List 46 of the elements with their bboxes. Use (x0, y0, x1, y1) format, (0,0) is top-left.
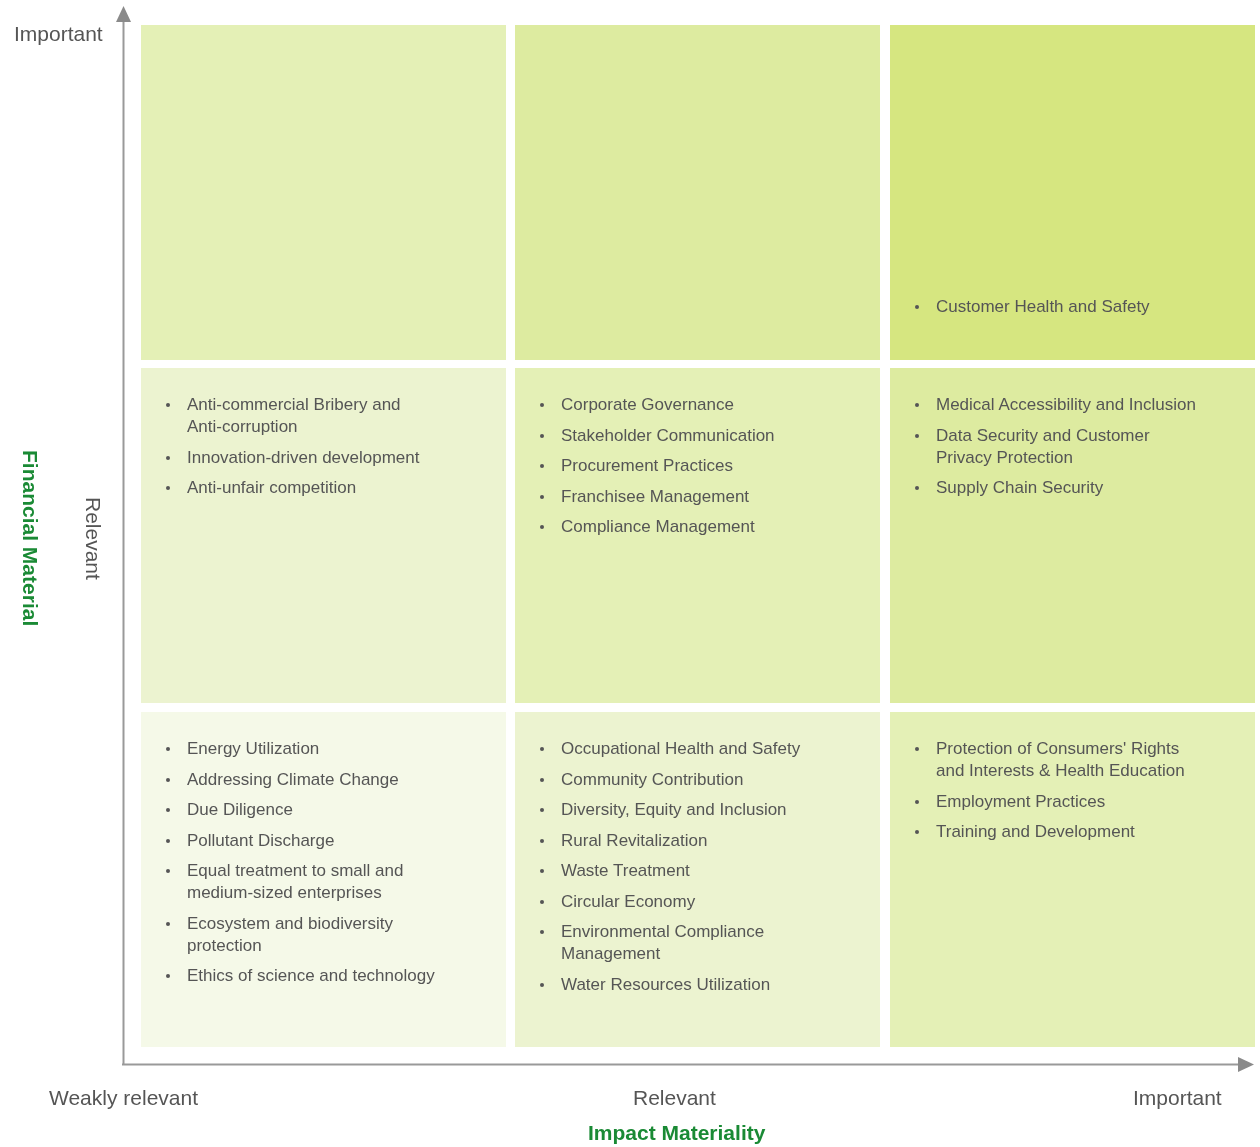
matrix-cell (515, 25, 880, 360)
list-item: Employment Practices (936, 791, 1106, 811)
list-item: Anti-unfair competition (187, 478, 357, 497)
list-item: Anti-commercial Bribery and Anti-corruption (187, 395, 401, 436)
matrix-cell (141, 712, 506, 1047)
list-item: Energy Utilization (187, 739, 320, 758)
list-item: Due Diligence (187, 800, 293, 819)
list-item: Franchisee Management (561, 486, 750, 506)
list-item: Protection of Consumers' Rights and Interests & Health Education (936, 739, 1185, 780)
list-item: Innovation-driven development (187, 447, 420, 467)
matrix-cell (890, 712, 1255, 1047)
list-item: Procurement Practices (561, 456, 733, 475)
list-item: Community Contribution (561, 769, 744, 789)
axis-tick-label: Weakly relevant (49, 1086, 198, 1110)
matrix-cell (890, 368, 1255, 703)
axis-tick-label: Important (14, 22, 103, 46)
list-item: Addressing Climate Change (187, 769, 399, 789)
matrix-cell (515, 712, 880, 1047)
list-item: Supply Chain Security (936, 478, 1104, 497)
list-item: Waste Treatment (561, 861, 690, 880)
list-item: Corporate Governance (561, 395, 734, 414)
axis-title: Financial Material (18, 450, 42, 627)
list-item: Rural Revitalization (561, 830, 708, 850)
list-item: Compliance Management (561, 517, 755, 536)
list-item: Pollutant Discharge (187, 830, 335, 850)
list-item: Medical Accessibility and Inclusion (936, 395, 1196, 414)
list-item: Occupational Health and Safety (561, 739, 801, 758)
axis-title: Impact Materiality (588, 1121, 766, 1145)
axis-tick-label: Important (1133, 1086, 1222, 1110)
matrix-cell (515, 368, 880, 703)
axis-tick-label: Relevant (633, 1086, 716, 1110)
matrix-cell (141, 368, 506, 703)
list-item: Diversity, Equity and Inclusion (561, 800, 787, 819)
matrix-cell (890, 25, 1255, 360)
list-item: Training and Development (936, 822, 1135, 841)
list-item: Equal treatment to small and medium-sized enterprises (187, 861, 404, 902)
list-item: Water Resources Utilization (561, 974, 771, 994)
list-item: Environmental Compliance Management (561, 922, 765, 963)
matrix-cell (141, 25, 506, 360)
list-item: Ethics of science and technology (187, 966, 435, 985)
axis-tick-label: Relevant (81, 497, 105, 580)
list-item: Customer Health and Safety (936, 297, 1150, 316)
list-item: Stakeholder Communication (561, 425, 775, 445)
list-item: Data Security and Customer Privacy Protection (936, 425, 1150, 467)
list-item: Circular Economy (561, 891, 696, 911)
list-item: Ecosystem and biodiversity protection (187, 913, 394, 955)
